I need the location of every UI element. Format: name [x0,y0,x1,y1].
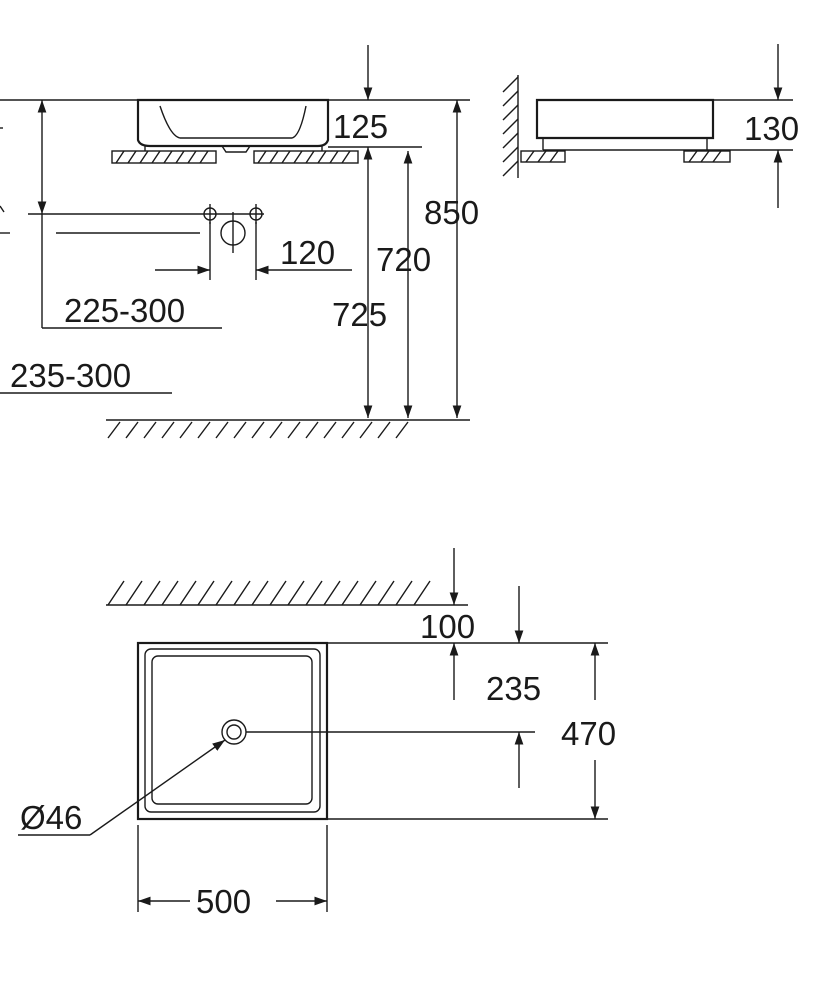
dim-tap-spacing: 120 [280,234,335,271]
side-elevation: 130 [502,44,799,208]
dim-total-height: 850 [424,194,479,231]
dim-wall-gap: 100 [420,608,475,645]
waste-fitting [221,145,251,153]
dim-drain-offset-b: 235-300 [10,357,131,394]
countertop-left [111,150,217,164]
floor-hatch [106,419,470,439]
dim-basin-height-side: 130 [744,110,799,147]
basin-inner-curve [159,105,307,139]
drain-plan [221,719,247,745]
basin-front-outline [136,98,330,148]
tap-hole-right [249,204,263,224]
front-elevation: 125 720 850 725 225-300 [0,45,479,439]
dim-drain-center-depth: 235 [486,670,541,707]
wall-hatch [502,76,519,177]
dim-basin-height-front: 125 [333,108,388,145]
basin-plan-outer [136,641,329,821]
basin-plan-bowl [151,655,313,805]
plan-view: 100 235 470 Ø46 500 [18,548,616,920]
dim-drain-offset-a: 225-300 [64,292,185,329]
plan-wall-hatch [106,580,468,606]
dim-counter-height: 720 [376,241,431,278]
side-countertop [520,150,731,163]
dim-basin-depth: 470 [561,715,616,752]
basin-plan-rim [144,648,321,813]
tap-hole-left [203,204,217,224]
countertop-right [253,150,359,164]
basin-side-outline [535,98,715,140]
drain-outlet-symbol [220,212,246,253]
dim-basin-width: 500 [196,883,251,920]
dim-support-height: 725 [332,296,387,333]
dim-drain-diameter: Ø46 [20,799,82,836]
